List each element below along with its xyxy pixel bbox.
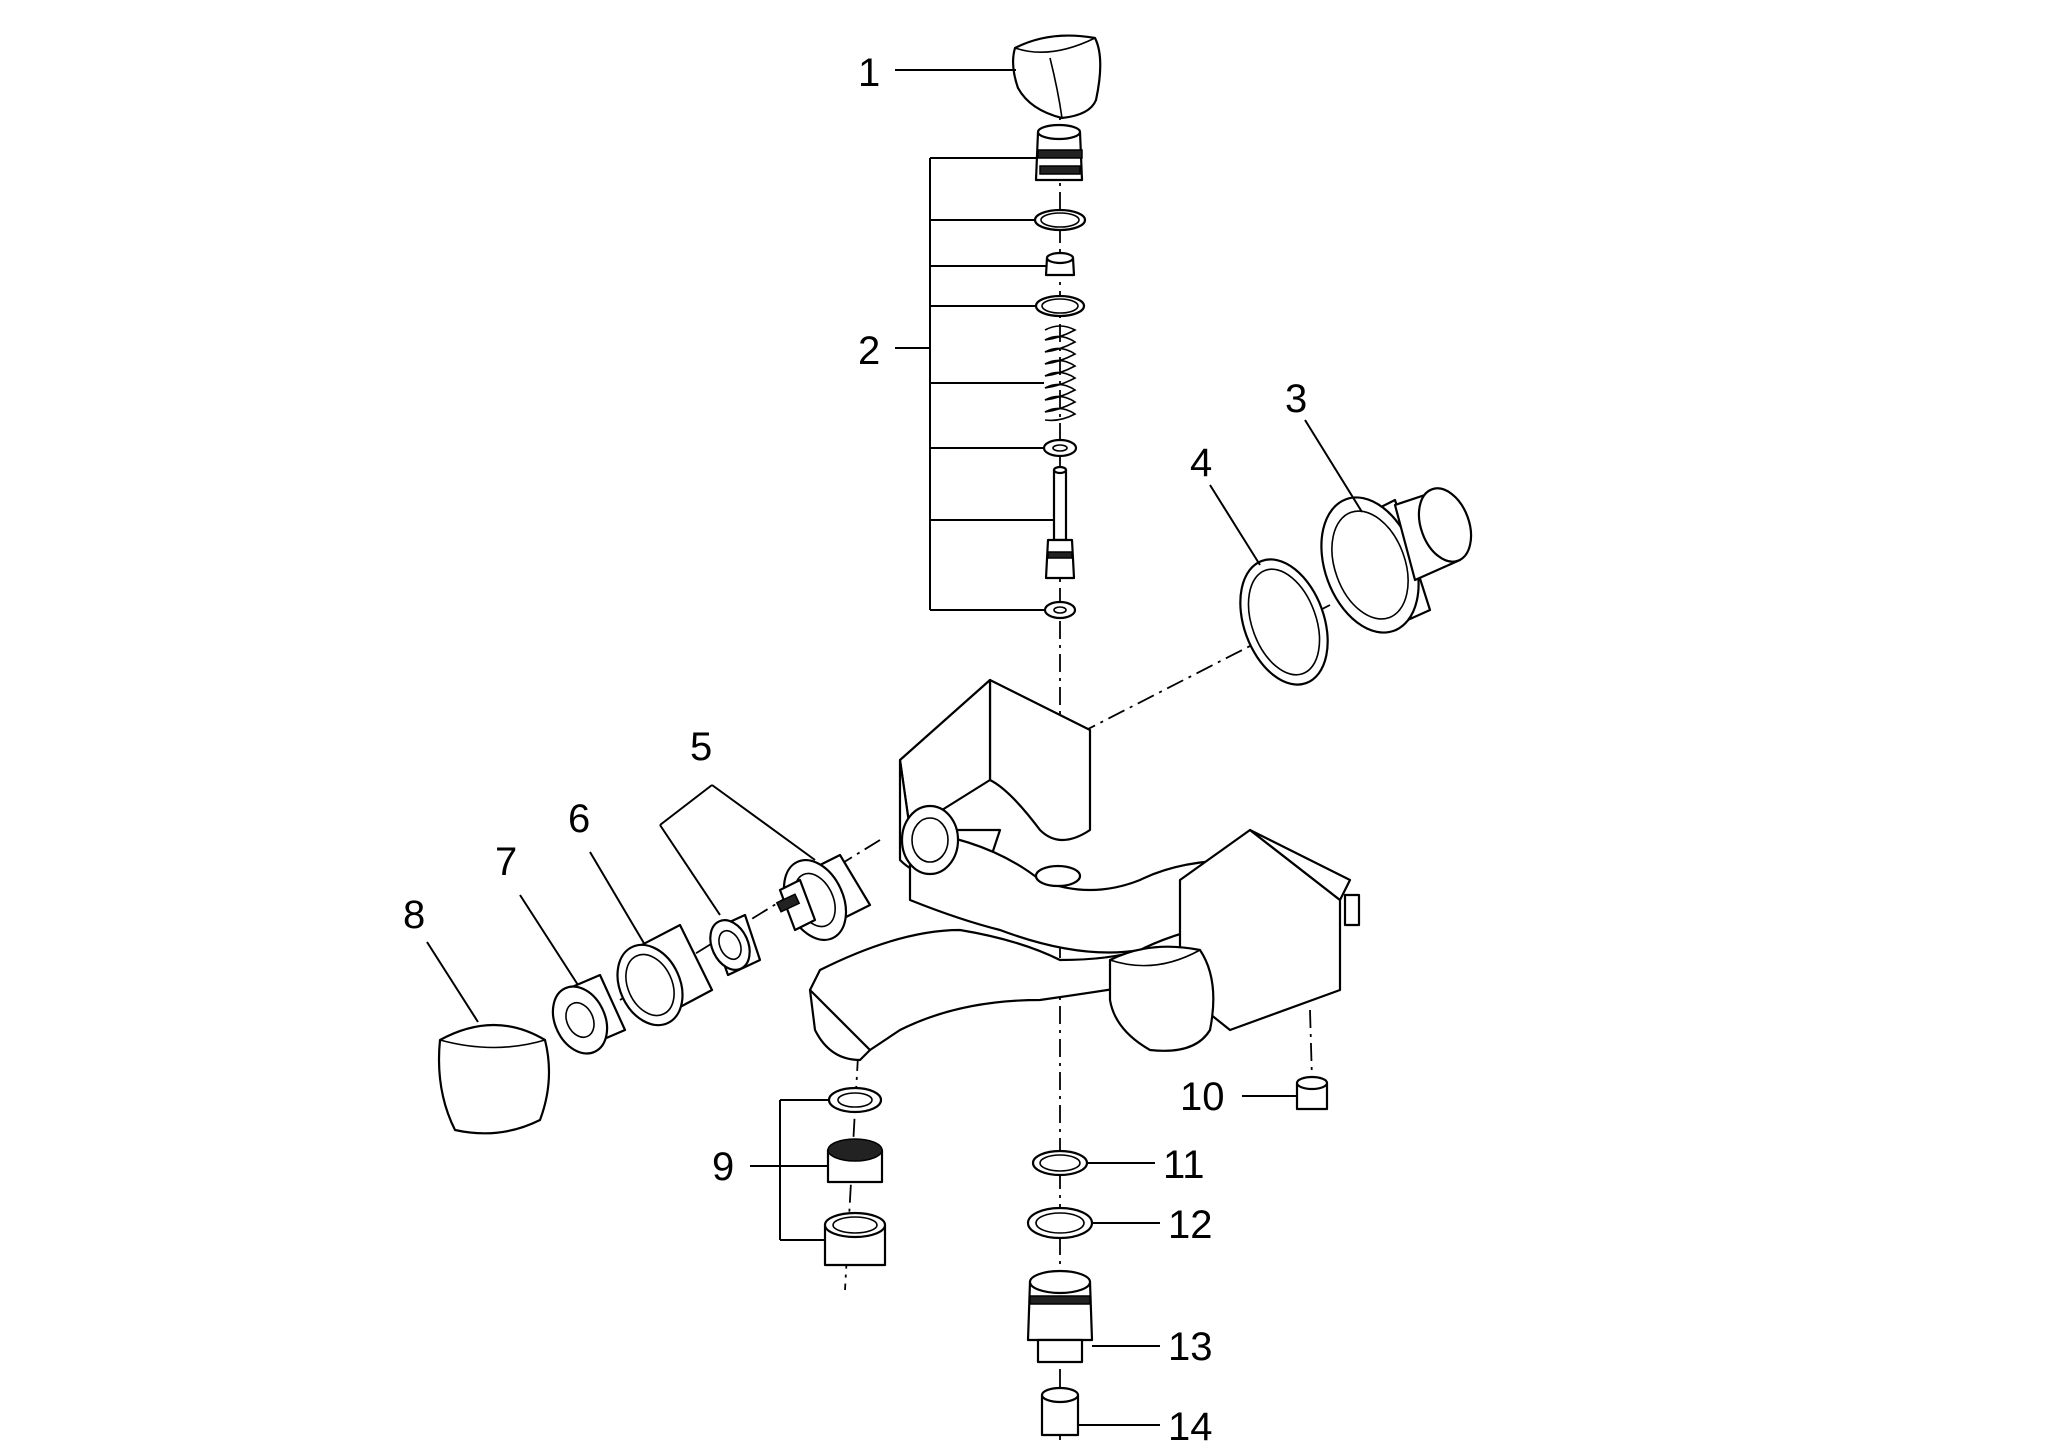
bottom-stack bbox=[1026, 1149, 1160, 1437]
callout-label-8: 8 bbox=[403, 893, 425, 937]
sleeve bbox=[616, 923, 714, 1027]
aerator-set bbox=[823, 1086, 887, 1267]
adapter-nut bbox=[551, 973, 627, 1055]
cartridge-assembly bbox=[1033, 123, 1087, 620]
callout-label-9: 9 bbox=[712, 1145, 734, 1189]
handle-left bbox=[437, 1024, 551, 1135]
callout-label-13: 13 bbox=[1168, 1325, 1213, 1369]
callout-label-7: 7 bbox=[495, 840, 517, 884]
callout-label-12: 12 bbox=[1168, 1203, 1213, 1247]
leader-lines bbox=[426, 69, 1363, 1023]
gasket-ring bbox=[1239, 558, 1329, 686]
callout-label-2: 2 bbox=[858, 329, 880, 373]
mixer-body bbox=[808, 678, 1361, 1062]
callout-label-5: 5 bbox=[690, 725, 712, 769]
spline-adapter bbox=[709, 913, 762, 977]
callout-label-11: 11 bbox=[1163, 1143, 1205, 1187]
callout-labels: 1 2 3 4 5 6 7 8 9 10 11 12 13 14 bbox=[403, 51, 1307, 1447]
callout-label-14: 14 bbox=[1168, 1405, 1213, 1447]
callout-bracket-2 bbox=[895, 157, 1054, 611]
callout-label-1: 1 bbox=[858, 51, 880, 95]
set-screw bbox=[1242, 1075, 1329, 1111]
wall-connector bbox=[1320, 487, 1473, 634]
callout-label-10: 10 bbox=[1180, 1075, 1225, 1119]
side-cartridge bbox=[775, 853, 872, 941]
callout-label-3: 3 bbox=[1285, 377, 1307, 421]
callout-bracket-9 bbox=[750, 1099, 829, 1241]
callout-label-6: 6 bbox=[568, 797, 590, 841]
callout-label-4: 4 bbox=[1190, 441, 1212, 485]
spring bbox=[1044, 325, 1077, 422]
handle-right bbox=[1108, 945, 1215, 1052]
handle-cap-top bbox=[1011, 34, 1102, 120]
